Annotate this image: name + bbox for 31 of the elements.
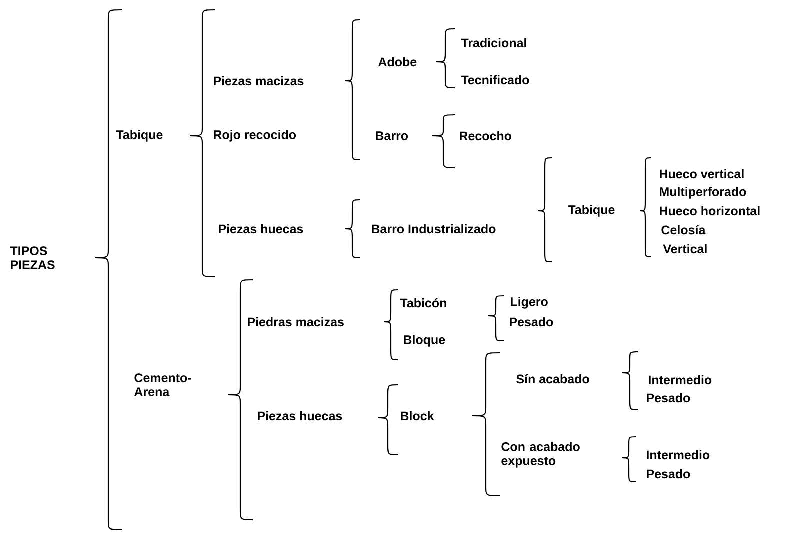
label-text: Celosía xyxy=(662,225,706,235)
label-text: Barro xyxy=(376,132,408,140)
label-text: Cemento- Arena xyxy=(134,374,192,396)
label-text: Hueco horizontal xyxy=(660,206,760,216)
label-text: Intermedio xyxy=(649,375,712,385)
label-text: Piezas macizas xyxy=(214,76,304,86)
label-text: Block xyxy=(401,411,434,421)
label-text: Con acabado expuesto xyxy=(502,442,580,468)
label-text: Pesado xyxy=(647,469,690,479)
label-text: Ligero xyxy=(511,297,548,309)
label-text: Adobe xyxy=(378,57,417,67)
label-text: Piezas huecas xyxy=(258,411,342,421)
label-text: Bloque xyxy=(404,335,446,347)
label-text: Tabique xyxy=(568,205,615,217)
label-text: Sín acabado xyxy=(516,374,590,384)
label-text: Tradicional xyxy=(461,38,526,48)
label-text: Rojo recocido xyxy=(214,130,296,142)
label-text: Pesado xyxy=(647,393,690,403)
label-text: Intermedio xyxy=(647,450,710,460)
label-text: TIPOS PIEZAS xyxy=(10,246,55,270)
label-text: Tabique xyxy=(116,130,163,142)
label-text: Multiperforado xyxy=(660,187,746,199)
label-text: Tabicón xyxy=(400,298,446,308)
label-text: Piedras macizas xyxy=(248,317,344,327)
label-text: Hueco vertical xyxy=(660,169,744,179)
label-text: Tecnificado xyxy=(461,75,530,85)
label-text: Barro Industrializado xyxy=(372,224,496,234)
label-text: Piezas huecas xyxy=(219,224,304,234)
label-text: Vertical xyxy=(663,244,707,254)
label-text: Recocho xyxy=(460,131,512,141)
label-text: Pesado xyxy=(510,317,554,327)
